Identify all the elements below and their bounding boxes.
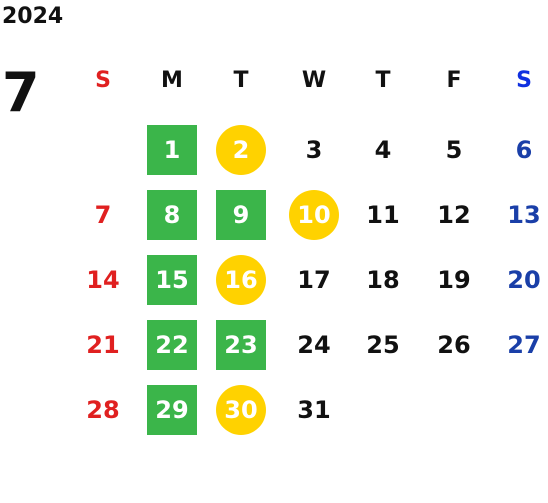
day-cell[interactable]: 1 bbox=[142, 125, 202, 175]
day-cell[interactable]: 9 bbox=[211, 190, 271, 240]
calendar-month: 7 bbox=[2, 61, 40, 124]
day-cell[interactable]: 28 bbox=[86, 396, 120, 424]
yellow-day-highlight: 16 bbox=[216, 255, 266, 305]
day-cell[interactable]: 6 bbox=[515, 136, 533, 164]
day-cell[interactable]: 20 bbox=[507, 266, 541, 294]
day-cell[interactable]: 3 bbox=[305, 136, 323, 164]
green-day-highlight: 29 bbox=[147, 385, 197, 435]
day-cell[interactable]: 13 bbox=[507, 201, 541, 229]
yellow-day-highlight: 10 bbox=[289, 190, 339, 240]
day-cell[interactable]: 30 bbox=[211, 385, 271, 435]
day-cell[interactable]: 14 bbox=[86, 266, 120, 294]
weekday-header-sunday: S bbox=[95, 67, 111, 93]
green-day-highlight: 23 bbox=[216, 320, 266, 370]
weekday-header-wednesday: W bbox=[301, 67, 327, 93]
day-cell[interactable]: 29 bbox=[142, 385, 202, 435]
green-day-highlight: 22 bbox=[147, 320, 197, 370]
day-cell[interactable]: 31 bbox=[297, 396, 331, 424]
day-cell[interactable]: 16 bbox=[211, 255, 271, 305]
day-cell[interactable]: 2 bbox=[211, 125, 271, 175]
day-cell[interactable]: 22 bbox=[142, 320, 202, 370]
day-cell[interactable]: 21 bbox=[86, 331, 120, 359]
weekday-header-monday: M bbox=[161, 67, 183, 93]
day-cell[interactable]: 15 bbox=[142, 255, 202, 305]
weekday-header-tuesday: T bbox=[233, 67, 249, 93]
green-day-highlight: 9 bbox=[216, 190, 266, 240]
day-cell[interactable]: 7 bbox=[94, 201, 112, 229]
day-cell[interactable]: 8 bbox=[142, 190, 202, 240]
day-cell[interactable]: 25 bbox=[366, 331, 400, 359]
green-day-highlight: 8 bbox=[147, 190, 197, 240]
day-cell[interactable]: 5 bbox=[445, 136, 463, 164]
day-cell[interactable]: 27 bbox=[507, 331, 541, 359]
weekday-header-saturday: S bbox=[516, 67, 532, 93]
day-cell[interactable]: 23 bbox=[211, 320, 271, 370]
day-cell[interactable]: 26 bbox=[437, 331, 471, 359]
day-cell[interactable]: 17 bbox=[297, 266, 331, 294]
day-cell[interactable]: 24 bbox=[297, 331, 331, 359]
weekday-header-friday: F bbox=[446, 67, 462, 93]
green-day-highlight: 15 bbox=[147, 255, 197, 305]
day-cell[interactable]: 12 bbox=[437, 201, 471, 229]
green-day-highlight: 1 bbox=[147, 125, 197, 175]
yellow-day-highlight: 2 bbox=[216, 125, 266, 175]
day-cell[interactable]: 18 bbox=[366, 266, 400, 294]
yellow-day-highlight: 30 bbox=[216, 385, 266, 435]
calendar-year: 2024 bbox=[2, 4, 64, 29]
day-cell[interactable]: 19 bbox=[437, 266, 471, 294]
day-cell[interactable]: 11 bbox=[366, 201, 400, 229]
day-cell[interactable]: 4 bbox=[374, 136, 392, 164]
weekday-header-thursday: T bbox=[375, 67, 391, 93]
day-cell[interactable]: 10 bbox=[284, 190, 344, 240]
